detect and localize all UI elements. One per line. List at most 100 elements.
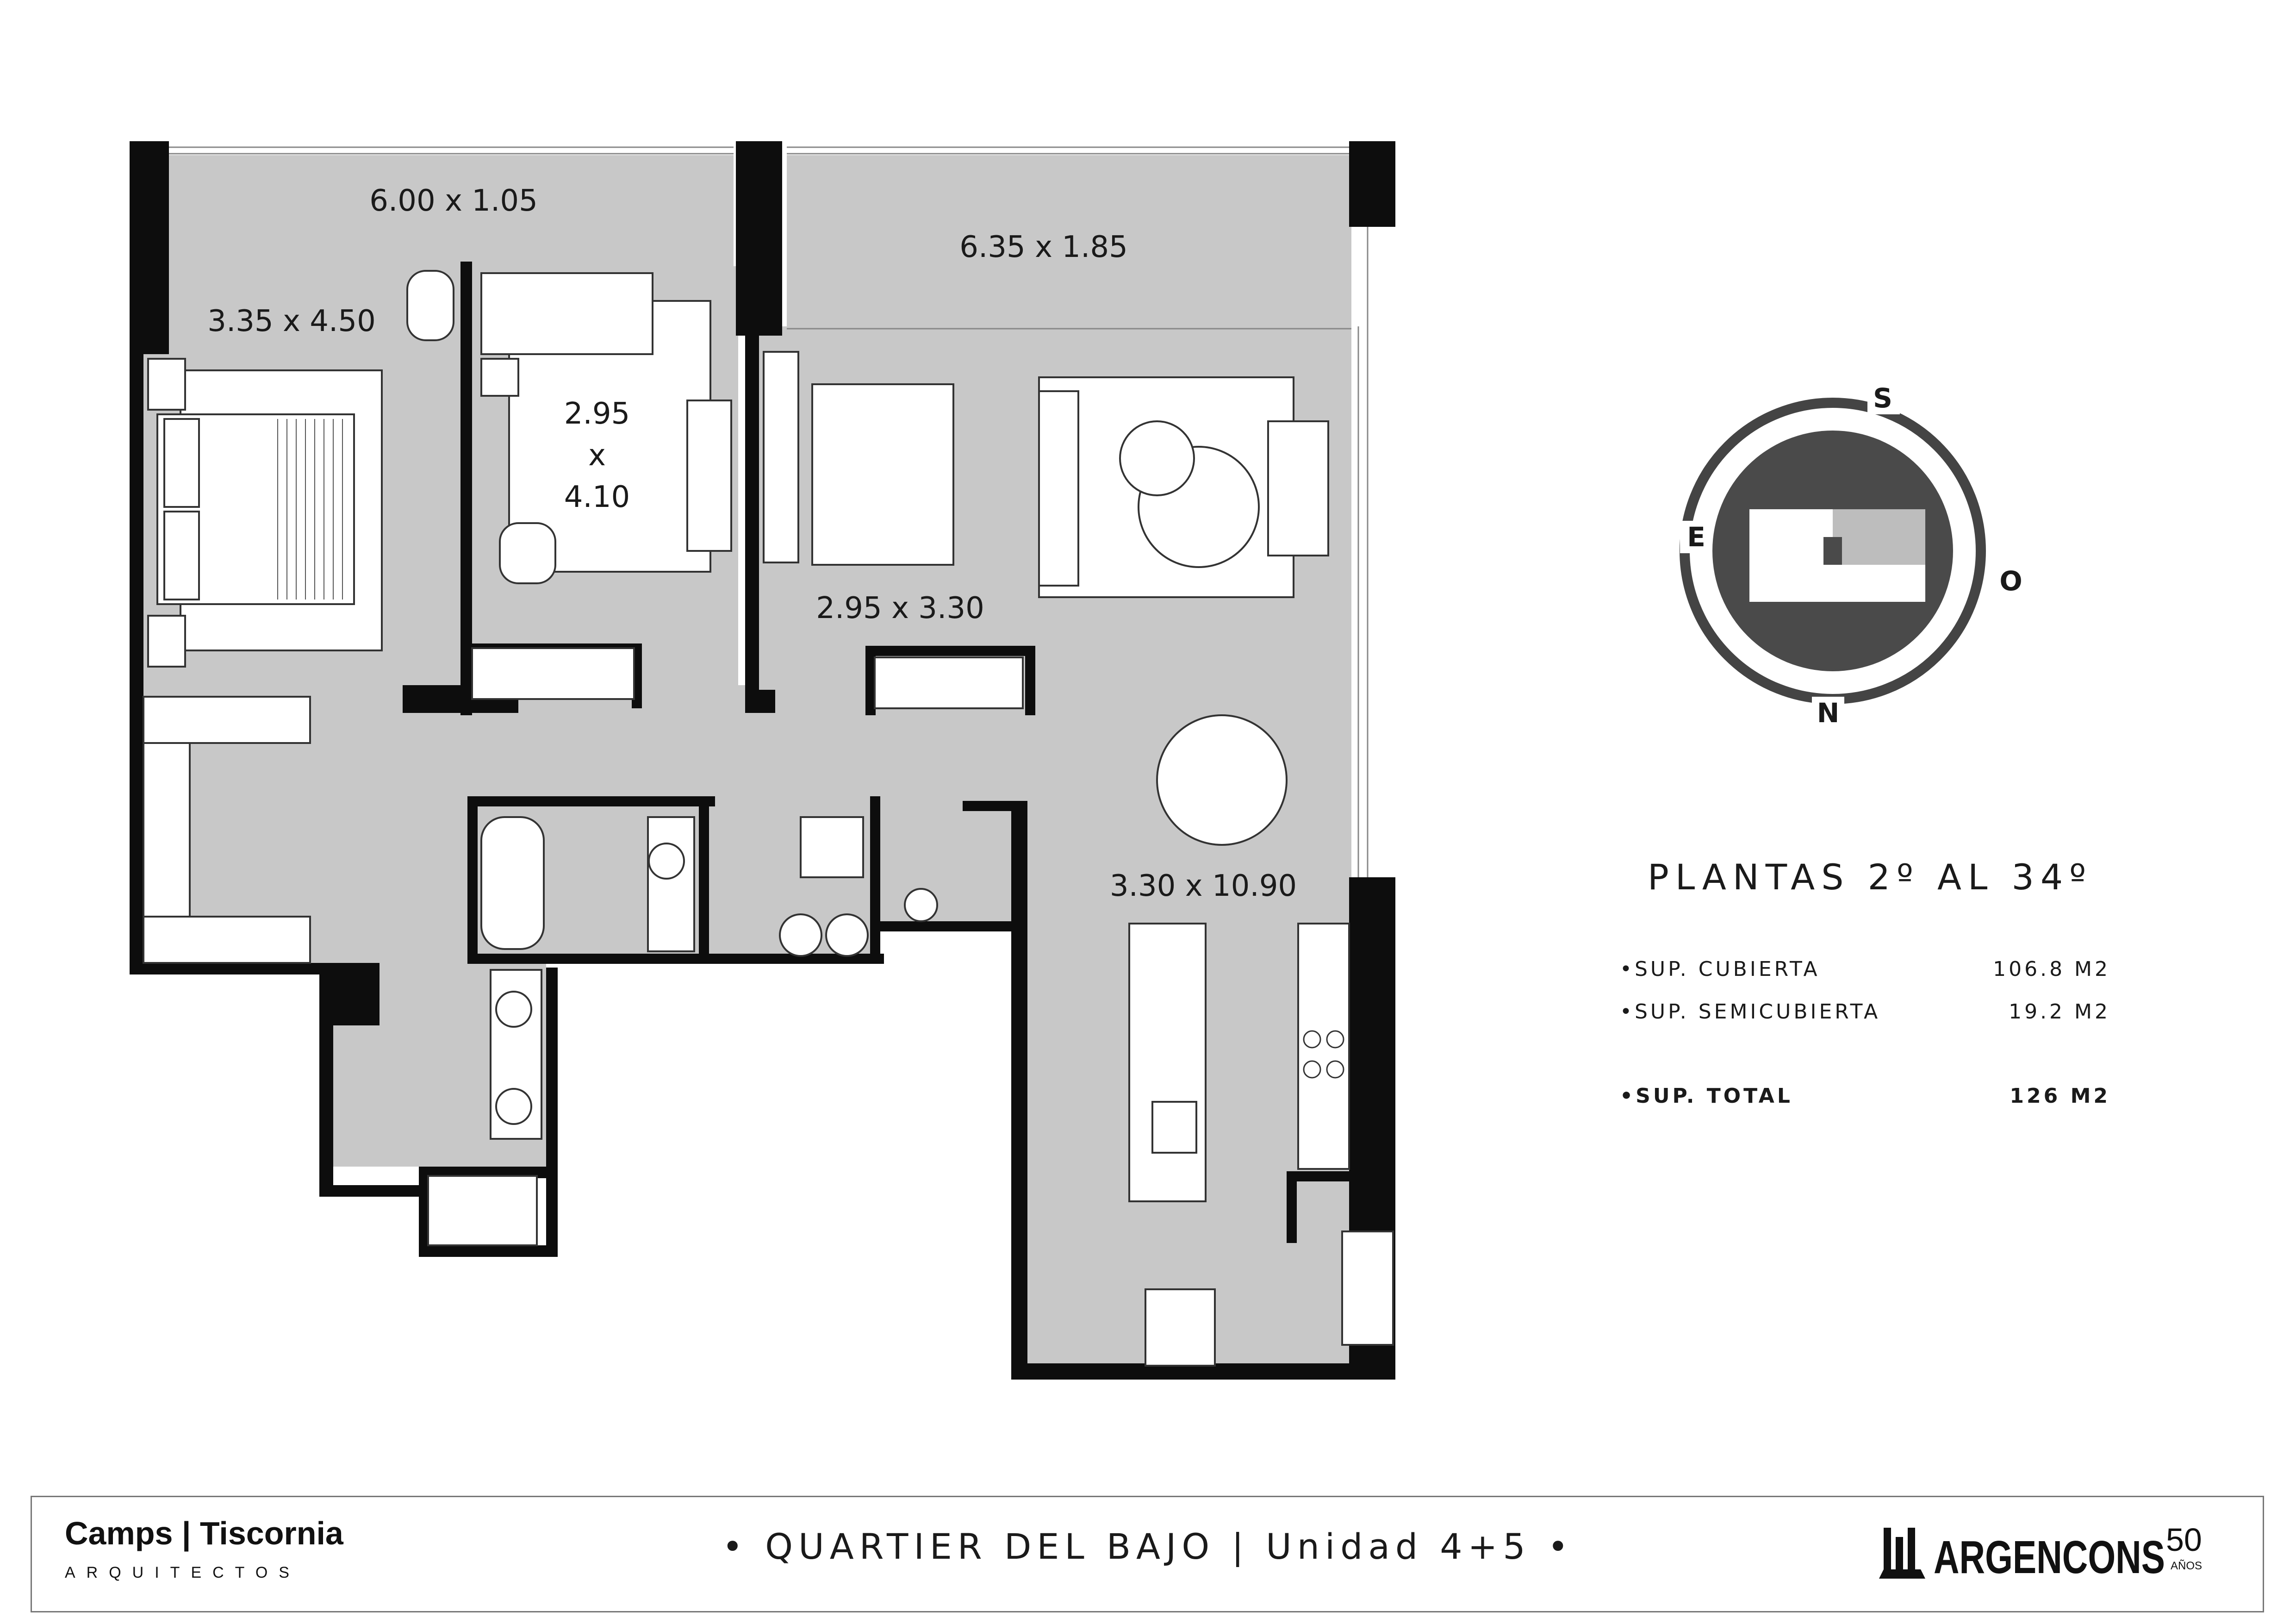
walls (130, 141, 1395, 1380)
closets (143, 696, 311, 964)
fridge (1145, 1288, 1216, 1367)
wardrobe (471, 647, 635, 700)
wall (130, 354, 143, 974)
kitchen-island (1128, 923, 1207, 1202)
wall (865, 646, 876, 715)
wall (319, 1185, 423, 1197)
burner (1303, 1060, 1321, 1079)
wall (546, 968, 558, 1257)
balcony-living-dimensions: 6.35 x 1.85 (959, 230, 1128, 264)
sofa-bed (763, 351, 799, 563)
wall (1287, 1171, 1297, 1243)
main-bedroom-furniture (147, 270, 454, 668)
balcony-bedroom-dimensions: 6.00 x 1.05 (369, 184, 538, 218)
wall (1025, 646, 1035, 715)
wall (467, 796, 715, 806)
developer-years-sub: AÑOS (2171, 1560, 2202, 1572)
sofa (1038, 390, 1079, 587)
area-label: •SUP. CUBIERTA (1620, 957, 1820, 981)
dining-table (1156, 714, 1288, 846)
compass-s-bg (1867, 382, 1900, 414)
bedroom3-furniture (763, 351, 1024, 709)
wall (467, 796, 478, 963)
kitchen-counter (1297, 923, 1350, 1170)
developer-logo: ARGENCONS 50 AÑOS (1879, 1522, 2202, 1583)
wall (467, 954, 884, 964)
wall (460, 262, 472, 715)
wardrobe (874, 656, 1024, 709)
architect-subtitle: ARQUITECTOS (65, 1564, 300, 1581)
armchair (406, 270, 454, 341)
wall (319, 963, 380, 1025)
wall (865, 646, 1034, 656)
bedroom2-width: 2.95 (564, 397, 630, 431)
wall (699, 796, 709, 963)
basin (648, 843, 685, 880)
compass: S E O N (1680, 382, 2027, 729)
area-label: •SUP. SEMICUBIERTA (1620, 1000, 1881, 1024)
developer-name: ARGENCONS (1934, 1531, 2165, 1583)
rug (811, 383, 954, 566)
closet-side (143, 742, 191, 918)
wall (745, 336, 759, 708)
area-value: 106.8 M2 (1993, 957, 2110, 981)
compass-n: N (1817, 697, 1840, 729)
wall (870, 921, 1023, 931)
armchair (1267, 420, 1329, 556)
developer-logo-mark (1879, 1528, 1925, 1579)
wall (870, 796, 880, 963)
compass-o: O (1999, 565, 2022, 597)
area-total-label: •SUP. TOTAL (1620, 1084, 1793, 1108)
toilet-floor (875, 806, 1014, 926)
nightstand (480, 358, 519, 397)
hall2-floor (315, 806, 467, 963)
area-value: 19.2 M2 (2009, 1000, 2110, 1024)
cooktop (1303, 1030, 1344, 1079)
shower (427, 1175, 538, 1246)
wall (130, 963, 333, 974)
balcony-living-floor (787, 155, 1351, 326)
closet-bottom (143, 916, 311, 964)
sink (1151, 1101, 1197, 1154)
floor-lamp (1119, 420, 1195, 496)
area-total-value: 126 M2 (2010, 1084, 2110, 1108)
firm-name-left: Camps (65, 1515, 173, 1551)
bedroom2-depth: 4.10 (564, 480, 630, 514)
main-bedroom-dimensions: 3.35 x 4.50 (207, 304, 376, 338)
appliance (779, 913, 822, 957)
desk (686, 400, 732, 552)
nightstand (147, 358, 186, 411)
room-labels: 6.00 x 1.05 6.35 x 1.85 3.35 x 4.50 2.95… (207, 184, 1297, 903)
wall (419, 1245, 558, 1257)
firm-name-right: Tiscornia (199, 1515, 343, 1551)
firm-divider: | (181, 1515, 200, 1551)
bedroom3-dimensions: 2.95 x 3.30 (816, 591, 984, 625)
bed (480, 272, 653, 355)
wall (1287, 1171, 1358, 1181)
burner (1326, 1030, 1344, 1049)
living-dimensions: 3.30 x 10.90 (1110, 869, 1297, 903)
developer-years: 50 (2166, 1522, 2202, 1558)
wall (1349, 141, 1395, 227)
wall (745, 690, 775, 713)
wall (1011, 801, 1027, 1380)
footer-frame (31, 1496, 2264, 1612)
project-title: • QUARTIER DEL BAJO | Unidad 4+5 • (722, 1526, 1574, 1567)
bed-stripes (277, 419, 343, 600)
bathtub (480, 816, 545, 950)
compass-e: E (1687, 521, 1705, 553)
architect-logo: Camps | Tiscornia (65, 1515, 343, 1552)
wall (963, 801, 1023, 811)
bath-fixtures (427, 816, 938, 1246)
basin (495, 1088, 532, 1125)
wall (736, 141, 782, 336)
appliance (825, 913, 869, 957)
closet-top (143, 696, 311, 744)
basin (904, 888, 938, 922)
burner (1303, 1030, 1321, 1049)
balcony-rails (169, 146, 1369, 877)
armchair (499, 522, 556, 584)
wall (319, 1025, 333, 1197)
wall (130, 141, 169, 354)
